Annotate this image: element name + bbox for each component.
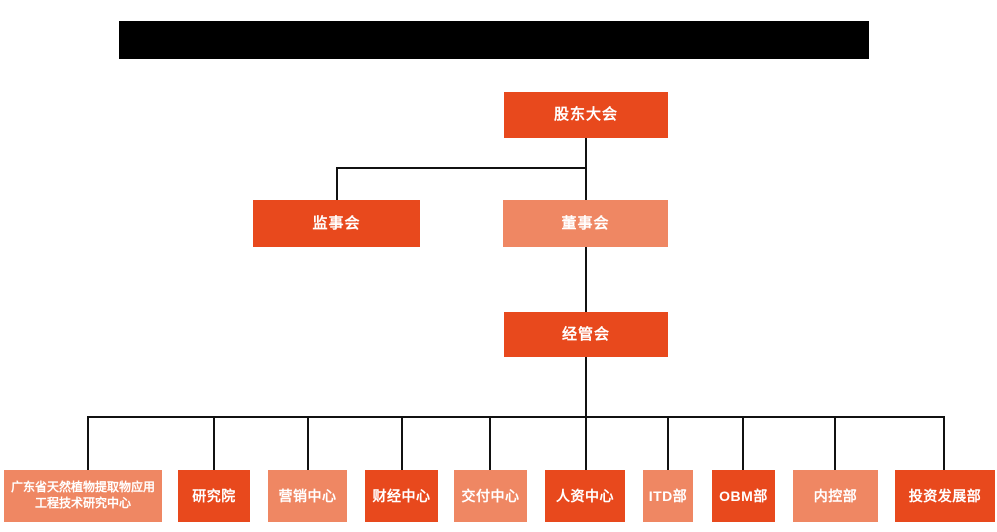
node-dept-itd: ITD部 <box>643 470 693 522</box>
node-dept-investment-development: 投资发展部 <box>895 470 995 522</box>
connector-board-management <box>585 247 587 312</box>
node-supervisory-board: 监事会 <box>253 200 420 247</box>
node-label: 股东大会 <box>553 106 618 124</box>
node-label: 内控部 <box>813 487 858 504</box>
connector-level2-branch <box>336 167 587 169</box>
node-label: OBM部 <box>719 487 768 504</box>
connector-drop-internal-control <box>834 416 836 470</box>
connector-drop-itd <box>667 416 669 470</box>
node-label: 广东省天然植物提取物应用工程技术研究中心 <box>10 480 155 510</box>
connector-drop-research-institute <box>213 416 215 470</box>
node-label: 营销中心 <box>278 487 337 504</box>
connector-drop-obm <box>742 416 744 470</box>
connector-drop-delivery <box>489 416 491 470</box>
node-dept-research-center: 广东省天然植物提取物应用工程技术研究中心 <box>4 470 162 522</box>
node-management-committee: 经管会 <box>504 312 668 357</box>
node-label: ITD部 <box>648 487 688 504</box>
node-board-of-directors: 董事会 <box>503 200 668 247</box>
redacted-title-bar <box>119 21 869 59</box>
connector-shareholders-down <box>585 138 587 200</box>
node-label: 财经中心 <box>372 487 431 504</box>
node-label: 投资发展部 <box>908 487 982 504</box>
node-dept-marketing-center: 营销中心 <box>268 470 347 522</box>
connector-supervisory-drop <box>336 167 338 200</box>
connector-drop-finance <box>401 416 403 470</box>
node-dept-research-institute: 研究院 <box>178 470 250 522</box>
node-dept-internal-control: 内控部 <box>793 470 878 522</box>
connector-drop-hr <box>585 416 587 470</box>
node-dept-delivery-center: 交付中心 <box>454 470 527 522</box>
connector-management-down <box>585 357 587 417</box>
node-label: 人资中心 <box>556 487 614 504</box>
connector-drop-investment <box>943 416 945 470</box>
node-dept-finance-center: 财经中心 <box>365 470 438 522</box>
connector-departments-bus <box>88 416 945 418</box>
node-label: 监事会 <box>312 214 361 232</box>
node-label: 董事会 <box>561 214 610 232</box>
node-label: 交付中心 <box>461 487 520 504</box>
node-label: 研究院 <box>192 487 236 504</box>
node-shareholders-meeting: 股东大会 <box>504 92 668 138</box>
node-dept-obm: OBM部 <box>712 470 775 522</box>
connector-drop-marketing <box>307 416 309 470</box>
node-dept-hr-center: 人资中心 <box>545 470 625 522</box>
node-label: 经管会 <box>561 325 610 343</box>
connector-drop-research-center <box>87 416 89 470</box>
